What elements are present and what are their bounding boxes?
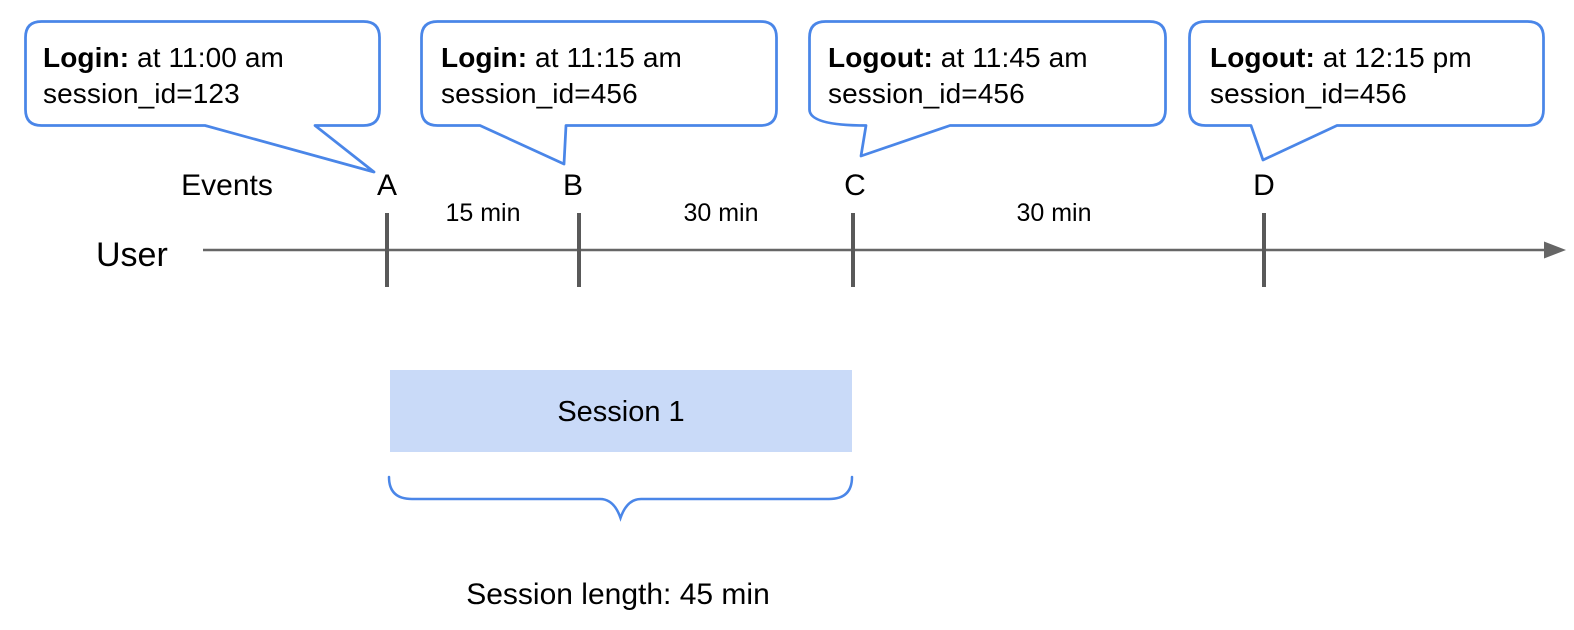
- interval-label-cd: 30 min: [1016, 199, 1092, 227]
- callout-c-time: at 11:45 am: [940, 42, 1088, 73]
- timeline-arrowhead: [1544, 241, 1566, 259]
- session-length-label: Session length: 45 min: [466, 578, 770, 611]
- callout-b-event-type: Login:: [441, 42, 528, 73]
- callout-d-event-type: Logout:: [1210, 42, 1315, 73]
- callout-d-line1: Logout: at 12:15 pm: [1210, 40, 1472, 76]
- session-box: [390, 370, 852, 452]
- callout-bubble-a: [24, 20, 381, 174]
- events-label: Events: [181, 169, 273, 202]
- callout-text-b: Login: at 11:15 am session_id=456: [441, 40, 682, 112]
- callout-bubble-c: [808, 20, 1167, 158]
- user-label: User: [96, 236, 168, 274]
- session-brace: [387, 475, 854, 522]
- callout-c-line1: Logout: at 11:45 am: [828, 40, 1088, 76]
- tick-label-c: C: [844, 169, 866, 202]
- callout-text-a: Login: at 11:00 am session_id=123: [43, 40, 284, 112]
- callout-c-event-type: Logout:: [828, 42, 933, 73]
- tick-label-a: A: [376, 169, 398, 202]
- tick-label-b: B: [562, 169, 584, 202]
- interval-label-ab: 15 min: [445, 199, 521, 227]
- callout-b-line1: Login: at 11:15 am: [441, 40, 682, 76]
- callout-d-time: at 12:15 pm: [1322, 42, 1472, 73]
- callout-text-d: Logout: at 12:15 pm session_id=456: [1210, 40, 1472, 112]
- callout-b-time: at 11:15 am: [535, 42, 682, 73]
- callout-text-c: Logout: at 11:45 am session_id=456: [828, 40, 1088, 112]
- tick-label-d: D: [1253, 169, 1275, 202]
- callout-b-session-id: session_id=456: [441, 78, 638, 109]
- callout-a-session-id: session_id=123: [43, 78, 240, 109]
- callout-a-line1: Login: at 11:00 am: [43, 40, 284, 76]
- callout-bubble-b: [420, 20, 778, 166]
- session-box-label: Session 1: [557, 396, 685, 428]
- callout-a-event-type: Login:: [43, 42, 130, 73]
- callout-a-time: at 11:00 am: [137, 42, 284, 73]
- callout-d-session-id: session_id=456: [1210, 78, 1407, 109]
- interval-label-bc: 30 min: [683, 199, 759, 227]
- callout-c-session-id: session_id=456: [828, 78, 1025, 109]
- callout-bubble-d: [1188, 20, 1545, 162]
